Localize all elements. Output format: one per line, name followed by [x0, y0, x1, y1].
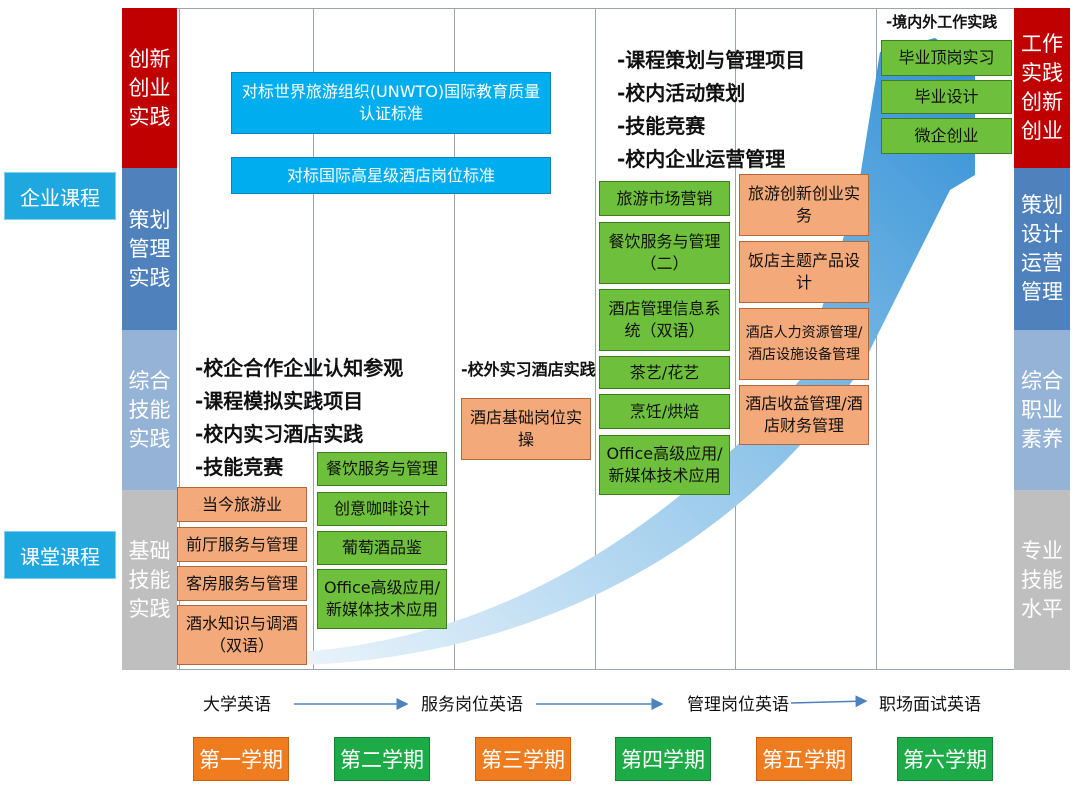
bullet-item: -校企合作企业认知参观 — [195, 352, 403, 385]
semester-5-label: 第五学期 — [756, 737, 852, 781]
bullet-item: -校内实习酒店实践 — [195, 418, 403, 451]
course-box: Office高级应用/新媒体技术应用 — [317, 569, 447, 629]
bullet-item: -校内活动策划 — [617, 77, 805, 110]
bullet-item: -校内企业运营管理 — [617, 143, 805, 176]
course-box: 前厅服务与管理 — [177, 527, 307, 562]
right-band-planning-design: 策划设计运营管理 — [1014, 168, 1070, 330]
semester-4-label: 第四学期 — [615, 737, 711, 781]
bullet-item: -技能竞赛 — [617, 110, 805, 143]
unwto-standard-box: 对标世界旅游组织(UNWTO)国际教育质量认证标准 — [231, 72, 551, 134]
right-band-skill-level: 专业技能水平 — [1014, 490, 1070, 670]
left-band-basic: 基础技能实践 — [122, 490, 177, 670]
bullet-item: -课程策划与管理项目 — [617, 44, 805, 77]
management-bullets: -课程策划与管理项目 -校内活动策划 -技能竞赛 -校内企业运营管理 — [617, 44, 805, 176]
left-band-comprehensive: 综合技能实践 — [122, 330, 177, 490]
right-band-professional-quality: 综合职业素养 — [1014, 330, 1070, 490]
course-box: 旅游创新创业实务 — [739, 174, 869, 236]
english-stage-3: 管理岗位英语 — [687, 690, 789, 715]
right-band-work-innovation: 工作实践创新创业 — [1014, 8, 1070, 168]
course-box: 酒店人力资源管理/酒店设施设备管理 — [739, 308, 869, 380]
semester-2-label: 第二学期 — [334, 737, 430, 781]
course-box: 创意咖啡设计 — [317, 492, 447, 526]
course-box: 烹饪/烘焙 — [599, 394, 730, 429]
overseas-practice-label: -境内外工作实践 — [886, 11, 997, 32]
english-stage-2: 服务岗位英语 — [421, 690, 523, 715]
bullet-item: -课程模拟实践项目 — [195, 385, 403, 418]
course-box: 酒店基础岗位实操 — [461, 398, 591, 460]
english-stage-1: 大学英语 — [203, 690, 271, 715]
course-box: 酒店收益管理/酒店财务管理 — [739, 385, 869, 445]
course-box: 葡萄酒品鉴 — [317, 531, 447, 565]
course-box: 客房服务与管理 — [177, 566, 307, 601]
course-box: 餐饮服务与管理 — [317, 452, 447, 486]
course-box: 毕业设计 — [881, 80, 1012, 114]
course-box: 当今旅游业 — [177, 487, 307, 522]
course-box: 酒水知识与调酒（双语） — [177, 605, 307, 665]
course-box: 饭店主题产品设计 — [739, 241, 869, 303]
course-box: 茶艺/花艺 — [599, 356, 730, 389]
left-band-innovation: 创新创业实践 — [122, 8, 177, 168]
course-box: 毕业顶岗实习 — [881, 40, 1012, 76]
course-box: 酒店管理信息系统（双语） — [599, 289, 730, 351]
english-stage-4: 职场面试英语 — [879, 690, 981, 715]
course-box: 旅游市场营销 — [599, 181, 730, 216]
semester-6-label: 第六学期 — [897, 737, 993, 781]
course-box: Office高级应用/新媒体技术应用 — [599, 435, 730, 495]
course-box: 餐饮服务与管理（二） — [599, 222, 730, 284]
offcampus-practice-label: -校外实习酒店实践 — [461, 356, 596, 380]
left-band-planning: 策划管理实践 — [122, 168, 177, 330]
semester-1-label: 第一学期 — [193, 737, 289, 781]
semester-3-label: 第三学期 — [475, 737, 571, 781]
hotel-standard-box: 对标国际高星级酒店岗位标准 — [231, 157, 551, 194]
course-box: 微企创业 — [881, 118, 1012, 154]
